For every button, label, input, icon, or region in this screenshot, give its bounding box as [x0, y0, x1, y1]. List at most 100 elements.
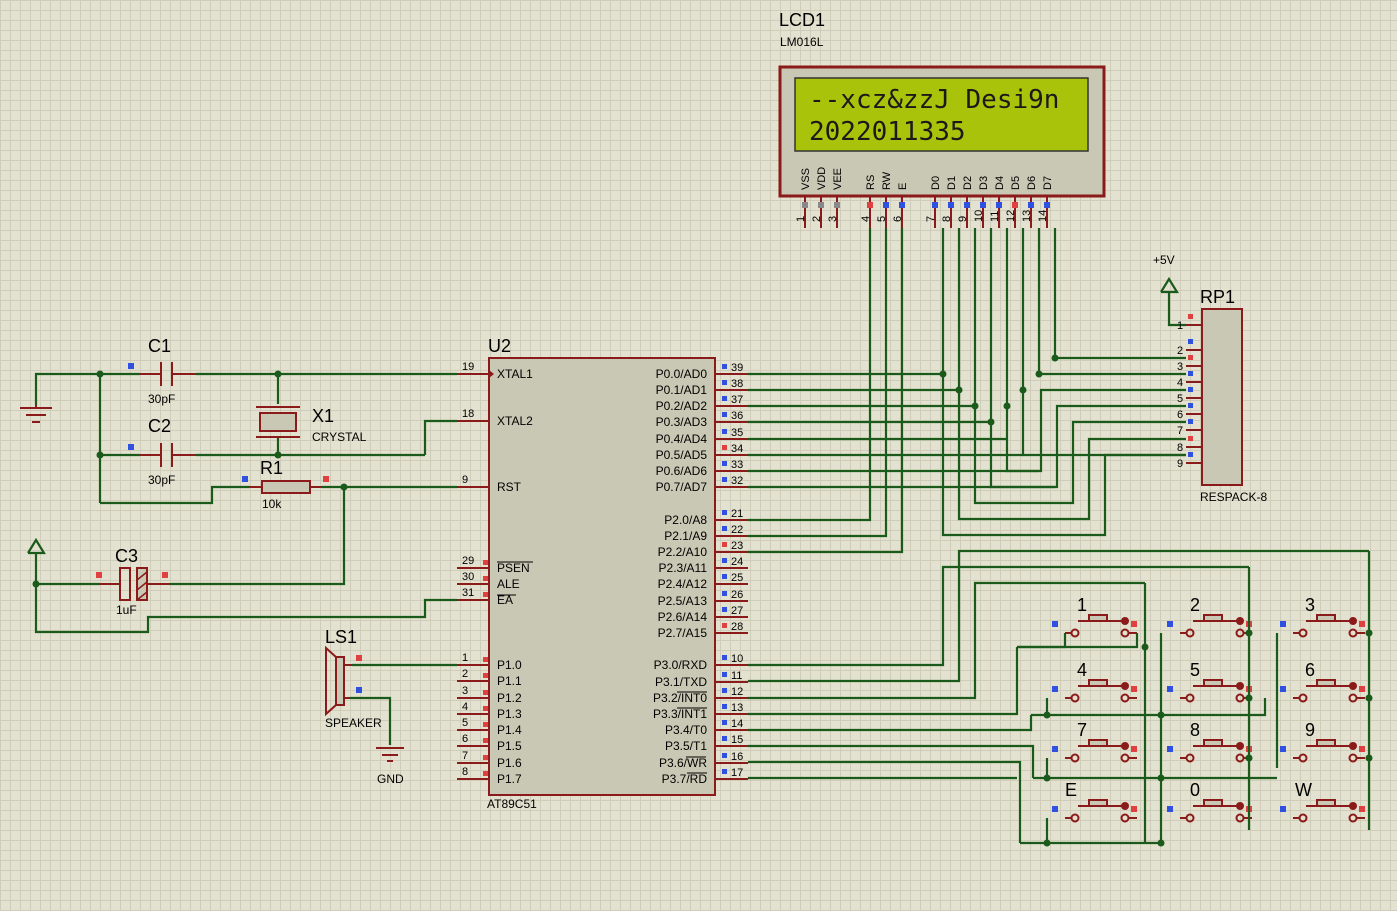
mcu-pin-number: 29 [462, 555, 474, 567]
lcd-pin-marker [1044, 202, 1050, 208]
mcu-pin-number: 33 [731, 459, 743, 471]
lcd-pin-label-d3: D3 [978, 176, 990, 190]
mcu-pin-p2-0-a8: P2.0/A8 [664, 513, 707, 527]
rp1-ref: RP1 [1200, 287, 1235, 307]
rp1-pin-marker [1188, 387, 1193, 392]
c2-pin-marker [128, 444, 134, 450]
mcu-pin-marker [722, 769, 727, 774]
wires-left [34, 372, 457, 745]
mcu-body [488, 357, 716, 796]
rp1-pin-number: 9 [1177, 458, 1183, 470]
mcu-pin-psen: PSEN [497, 561, 530, 575]
lcd-pin-number: 14 [1037, 210, 1049, 222]
mcu-pin-number: 4 [462, 701, 468, 713]
key-label: 5 [1190, 660, 1200, 680]
mcu-pin-p1.0: P1.0 [497, 658, 522, 672]
key-label: 8 [1190, 720, 1200, 740]
key-label: 3 [1305, 595, 1315, 615]
lcd-pin-marker [980, 202, 986, 208]
c1-ref: C1 [148, 336, 171, 356]
capacitor-c3[interactable]: C3 1uF [96, 546, 170, 617]
mcu-right-pin-group: 39P0.0/AD038P0.1/AD137P0.2/AD236P0.3/AD3… [653, 362, 748, 786]
mcu-pin-number: 8 [462, 766, 468, 778]
c3-pin-marker-1 [96, 572, 102, 578]
key-label: 6 [1305, 660, 1315, 680]
lcd-pin-number: 1 [795, 216, 807, 222]
c2-ref: C2 [148, 416, 171, 436]
mcu-pin-p0-2-ad2: P0.2/AD2 [656, 399, 708, 413]
mcu-pin-xtal1: XTAL1 [497, 367, 533, 381]
mcu-pin-number: 10 [731, 653, 743, 665]
key-label: W [1295, 780, 1312, 800]
lcd-screen [794, 77, 1089, 152]
lcd-pin-number: 13 [1021, 210, 1033, 222]
mcu-pin-p1.7: P1.7 [497, 772, 522, 786]
crystal-x1[interactable]: X1 CRYSTAL [256, 406, 367, 444]
mcu-pin-p0-7-ad7: P0.7/AD7 [656, 480, 708, 494]
mcu-pin-p0-0-ad0: P0.0/AD0 [656, 367, 708, 381]
resistor-r1[interactable]: R1 10k [242, 458, 329, 511]
mcu-pin-p2-5-a13: P2.5/A13 [658, 594, 708, 608]
lcd-pin-label-d4: D4 [994, 176, 1006, 190]
rp1-pin-marker [1188, 419, 1193, 424]
key-pin-marker [1131, 806, 1137, 812]
keypad-key-0[interactable]: 0 [1167, 780, 1252, 823]
keypad-key-e[interactable]: E [1052, 780, 1137, 823]
mcu-pin-marker [722, 753, 727, 758]
lcd-pin-label-d7: D7 [1042, 176, 1054, 190]
mcu-pin-marker [722, 574, 727, 579]
mcu-pin-marker [722, 429, 727, 434]
mcu-ref: U2 [488, 336, 511, 356]
rp1-pin-marker [1188, 452, 1193, 457]
capacitor-c2[interactable]: C2 30pF [128, 416, 196, 487]
mcu-pin-p0-3-ad3: P0.3/AD3 [656, 415, 708, 429]
mcu-pin-number: 32 [731, 475, 743, 487]
mcu-pin-number: 1 [462, 652, 468, 664]
mcu-pin-marker [722, 510, 727, 515]
mcu-pin-number: 21 [731, 508, 743, 520]
key-pin-marker [1167, 621, 1173, 627]
mcu-pin-number: 28 [731, 621, 743, 633]
mcu-pin-number: 39 [731, 362, 743, 374]
keypad-key-1[interactable]: 1 [1052, 595, 1137, 638]
keypad-key-4[interactable]: 4 [1052, 660, 1137, 703]
mcu-pin-marker [722, 655, 727, 660]
speaker-ls1[interactable]: LS1 SPEAKER [325, 627, 382, 730]
lcd-pin-number: 3 [827, 216, 839, 222]
mcu-pin-number: 7 [462, 750, 468, 762]
mcu-pin-number: 23 [731, 540, 743, 552]
c3-pin-marker-2 [162, 572, 168, 578]
keypad-key-8[interactable]: 8 [1167, 720, 1252, 763]
mcu-pin-p3-2-int0: P3.2/INT0 [653, 691, 707, 705]
gnd-label: GND [377, 772, 404, 786]
keypad-key-7[interactable]: 7 [1052, 720, 1137, 763]
mcu-pin-marker [722, 558, 727, 563]
ls1-pin-marker-2 [356, 687, 362, 693]
keypad-key-6[interactable]: 6 [1280, 660, 1365, 703]
x1-ref: X1 [312, 406, 334, 426]
capacitor-c1[interactable]: C1 30pF [128, 336, 196, 406]
rp1-pin-marker [1188, 436, 1193, 441]
rp1-pin-marker [1188, 371, 1193, 376]
c3-ref: C3 [115, 546, 138, 566]
mcu-pin-marker [722, 623, 727, 628]
keypad-key-w[interactable]: W [1280, 780, 1365, 823]
lcd-pin-marker [964, 202, 970, 208]
mcu-part: AT89C51 [487, 797, 537, 811]
rp1-pin-marker [1188, 314, 1193, 319]
lcd-pin-label-d1: D1 [946, 176, 958, 190]
mcu-pin-number: 22 [731, 524, 743, 536]
rp1-pin-number: 8 [1177, 442, 1183, 454]
keypad-key-9[interactable]: 9 [1280, 720, 1365, 763]
keypad-key-5[interactable]: 5 [1167, 660, 1252, 703]
keypad-key-3[interactable]: 3 [1280, 595, 1365, 638]
lcd-component[interactable]: LCD1 LM016L --xcz&zzJ Desi9n 2022011335 … [778, 10, 1106, 228]
keypad-key-2[interactable]: 2 [1167, 595, 1252, 638]
key-pin-marker [1052, 806, 1058, 812]
mcu-pin-p3-1-txd: P3.1/TXD [655, 675, 707, 689]
